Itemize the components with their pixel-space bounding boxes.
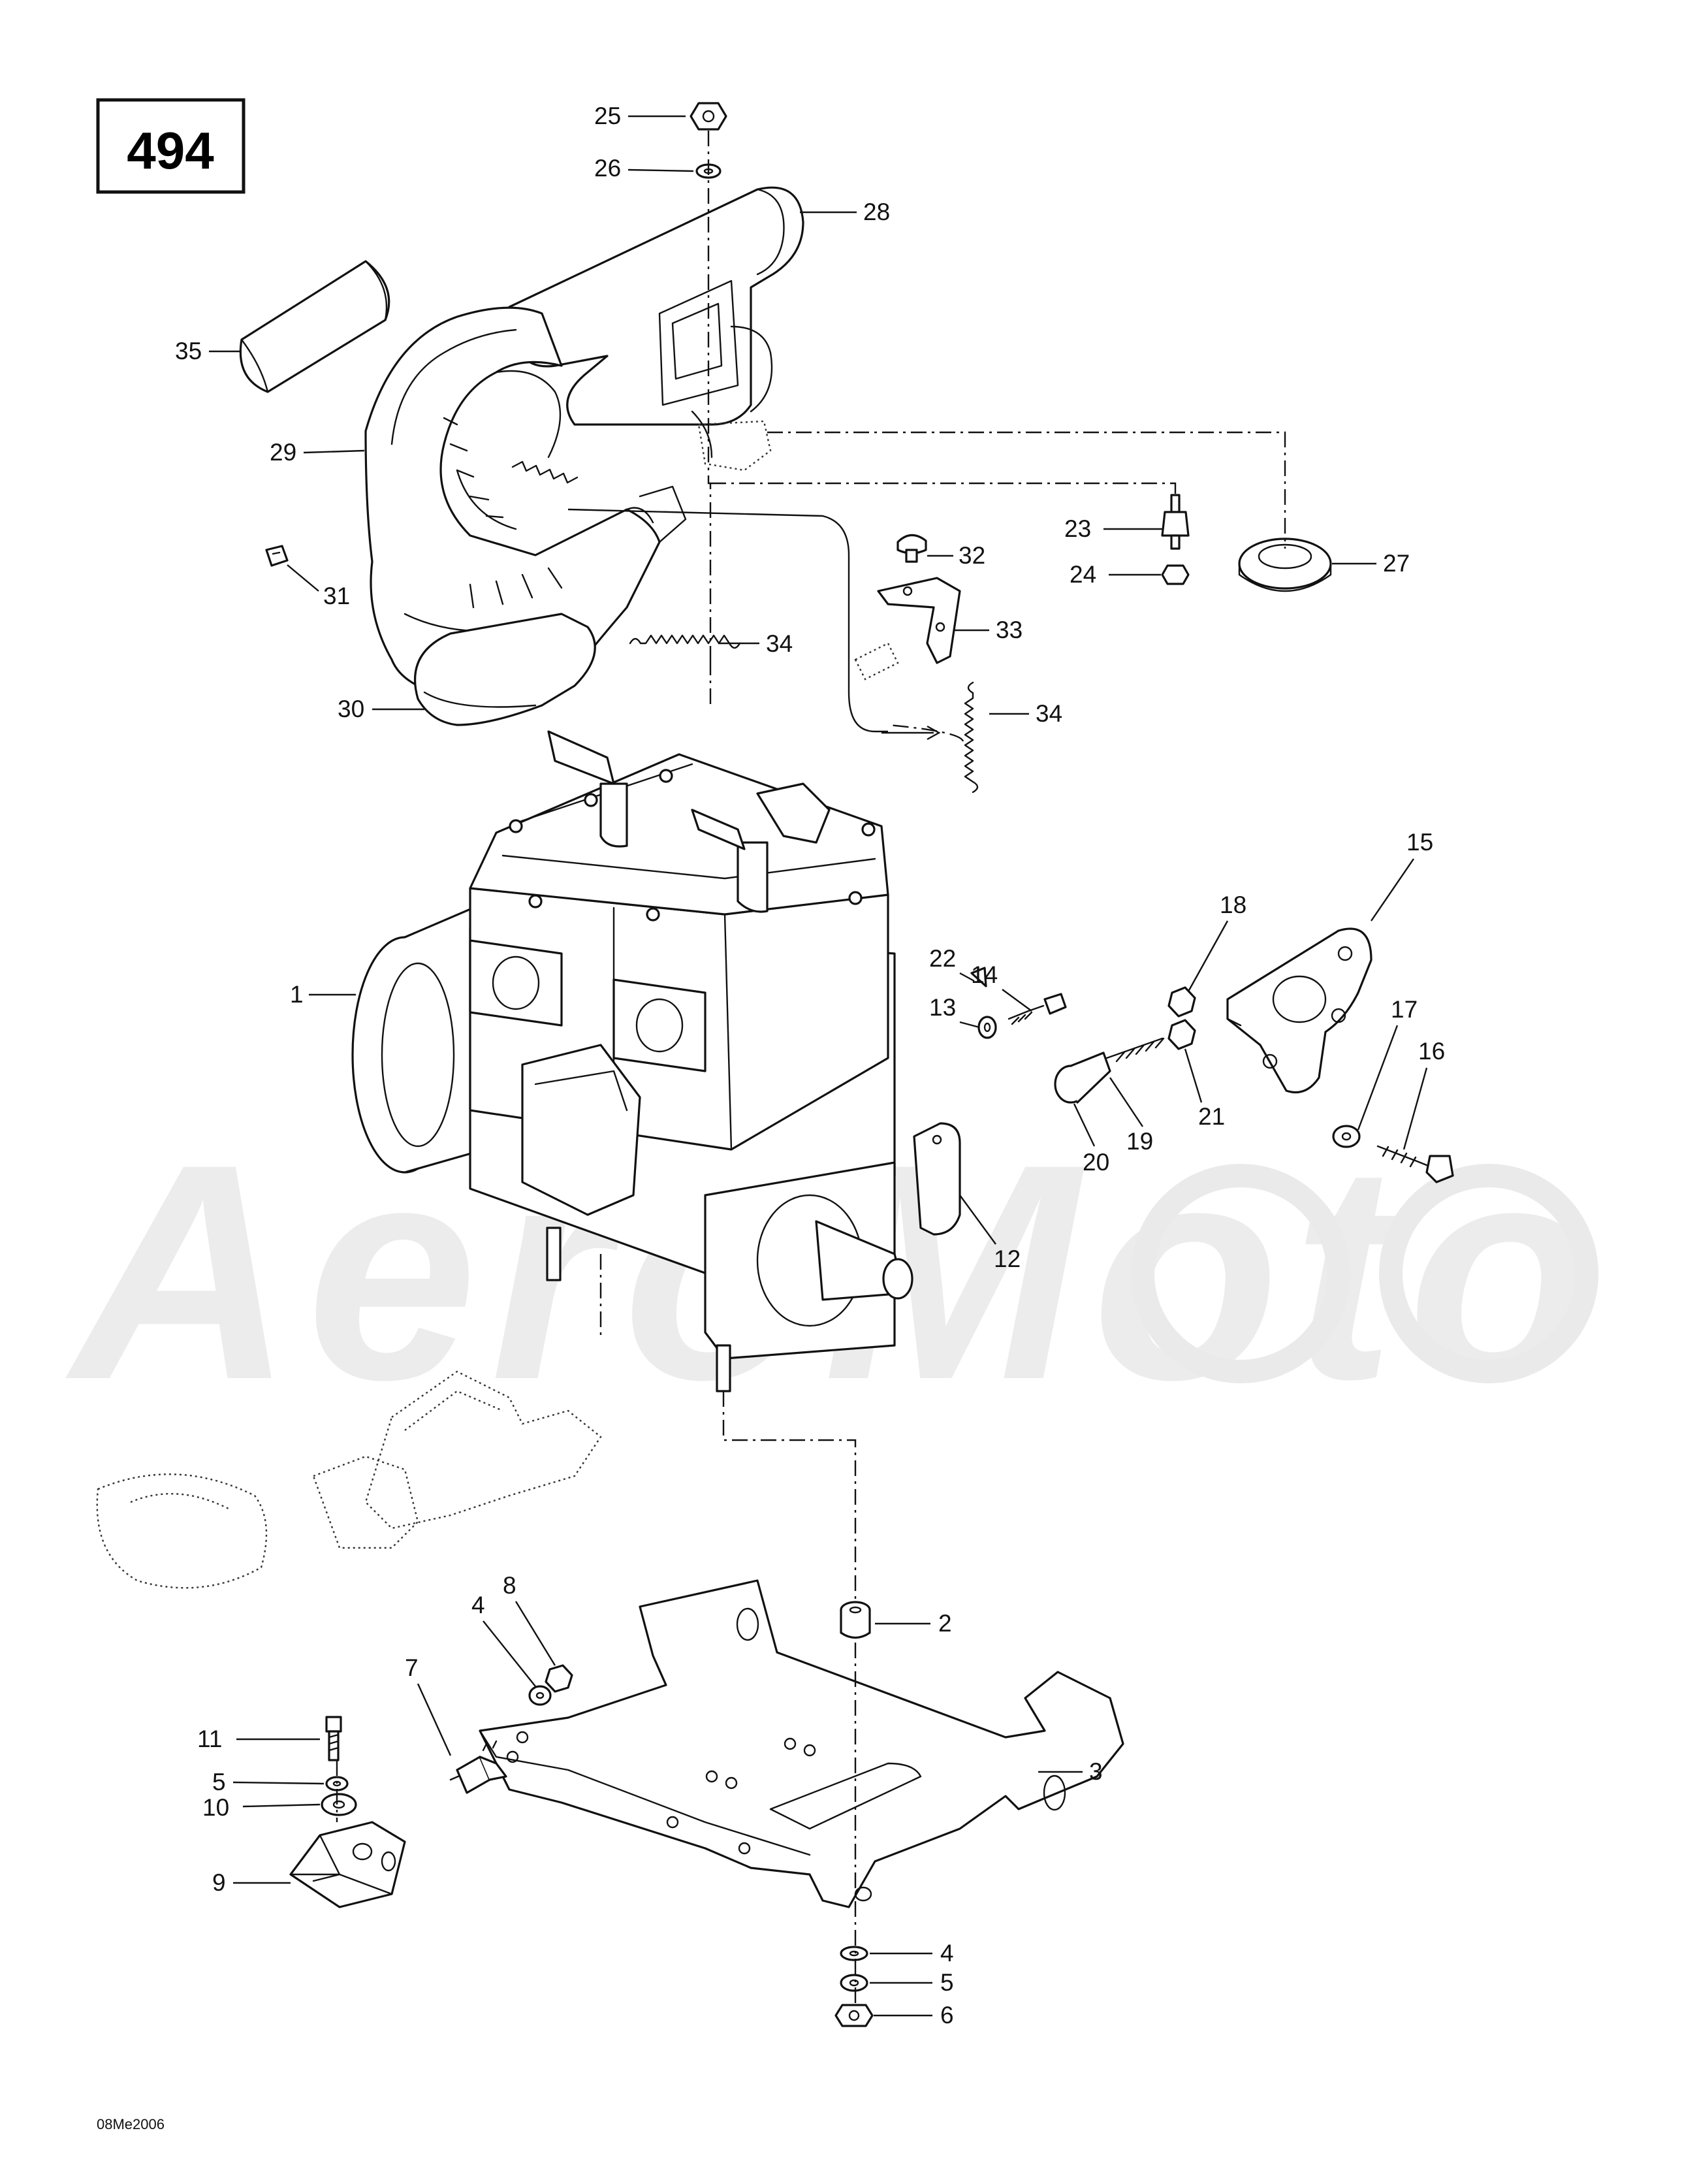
part-5-lockwasher-lower (840, 1974, 868, 1992)
part-9-bracket (289, 1821, 406, 1908)
diagram-number: 494 (127, 121, 214, 180)
callout-27: 27 (1383, 550, 1410, 577)
callout-32: 32 (959, 542, 985, 569)
part-16-bolt (1376, 1145, 1454, 1183)
part-34-spring-left (629, 634, 741, 649)
part-13-washer (977, 1016, 997, 1039)
callout-7: 7 (405, 1654, 419, 1681)
callout-1: 1 (290, 981, 304, 1008)
part-18-nut (1167, 986, 1196, 1018)
callouts: 25 26 28 35 29 31 34 30 32 33 34 23 (175, 103, 1445, 2029)
callout-20: 20 (1083, 1149, 1109, 1176)
diagram-number-box: 494 (96, 98, 246, 194)
part-28-muffler (508, 186, 804, 472)
part-12-plate (913, 1122, 961, 1236)
callout-4b: 4 (940, 1940, 954, 1967)
callout-11: 11 (197, 1726, 222, 1752)
callout-23: 23 (1064, 515, 1091, 542)
part-10-washer (321, 1793, 357, 1816)
spark-plug-caps (547, 730, 831, 913)
part-17-washer (1332, 1125, 1361, 1148)
part-19-stud (1105, 1037, 1165, 1063)
callout-9: 9 (212, 1869, 226, 1896)
callout-28: 28 (863, 199, 890, 225)
part-29-exhaust-pipe (364, 306, 687, 700)
callout-35: 35 (175, 338, 202, 364)
exhaust-ports (469, 939, 706, 1072)
part-24-nut (1161, 564, 1190, 585)
part-21-nut (1167, 1019, 1196, 1050)
callout-8: 8 (503, 1572, 516, 1599)
part-14-bolt (1008, 993, 1067, 1025)
part-3-engine-mount-bracket (479, 1579, 1124, 1908)
part-6-nut (834, 2004, 874, 2027)
part-27-grommet (1238, 538, 1332, 592)
callout-21: 21 (1198, 1103, 1225, 1130)
callout-33: 33 (996, 617, 1023, 643)
callout-5a: 5 (212, 1769, 226, 1795)
callout-13: 13 (929, 994, 956, 1021)
assembly-lines (336, 131, 1286, 2005)
callout-5b: 5 (940, 1969, 954, 1996)
callout-3: 3 (1089, 1758, 1103, 1785)
callout-34a: 34 (766, 630, 793, 657)
callout-29: 29 (270, 439, 296, 466)
callout-17: 17 (1391, 996, 1418, 1023)
part-pipe-spring (511, 460, 579, 484)
callout-14: 14 (971, 961, 998, 988)
part-7-stud (449, 1740, 507, 1794)
intake-manifold-reference (96, 1370, 602, 1589)
callout-15: 15 (1406, 829, 1433, 856)
part-11-bolt (325, 1716, 342, 1761)
part-33-bracket (854, 577, 961, 681)
part-23-stud (1161, 494, 1190, 550)
callout-12: 12 (994, 1245, 1021, 1272)
callout-24: 24 (1070, 561, 1096, 588)
callout-34b: 34 (1036, 700, 1062, 727)
part-31-clip (265, 545, 289, 567)
part-35-heat-shield (239, 260, 390, 393)
part-2-spacer (840, 1601, 871, 1639)
part-15-support-plate (1226, 927, 1373, 1094)
callout-6: 6 (940, 2002, 954, 2029)
callout-26: 26 (594, 155, 621, 182)
callout-2: 2 (938, 1610, 952, 1637)
part-22-clip (970, 967, 987, 988)
part-20-mount (1054, 1052, 1111, 1104)
part-32-rubber-pad (897, 534, 927, 563)
callout-30: 30 (338, 696, 364, 722)
part-4-washer-upper (528, 1685, 552, 1706)
part-30-manifold (414, 613, 596, 726)
part-1-engine (351, 730, 913, 1392)
drawing-code: 08Me2006 (97, 2116, 165, 2132)
callout-25: 25 (594, 103, 621, 129)
callout-18: 18 (1220, 891, 1246, 918)
callout-4a: 4 (471, 1592, 485, 1618)
callout-16: 16 (1418, 1038, 1445, 1065)
callout-19: 19 (1126, 1128, 1153, 1155)
part-8-nut (545, 1664, 573, 1693)
callout-31: 31 (323, 583, 350, 609)
part-25-nut (690, 102, 727, 131)
part-4-washer-lower (840, 1946, 868, 1961)
callout-22: 22 (929, 945, 956, 972)
part-34-spring-right (964, 681, 979, 794)
callout-10: 10 (202, 1794, 229, 1821)
